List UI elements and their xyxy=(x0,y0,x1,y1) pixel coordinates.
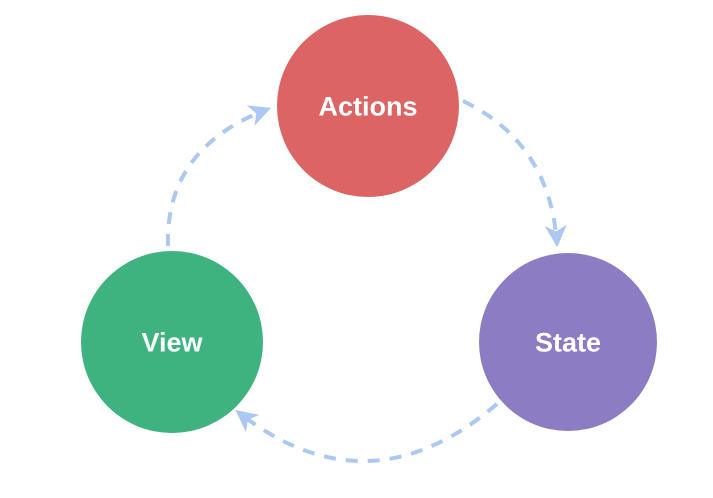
node-view: View xyxy=(81,251,263,433)
node-view-label: View xyxy=(141,328,203,358)
node-state-circle xyxy=(479,253,657,431)
edge-state-to-view xyxy=(235,402,499,463)
edges xyxy=(165,99,567,463)
node-state: State xyxy=(479,253,657,431)
edge-view-to-actions xyxy=(165,105,272,247)
node-actions: Actions xyxy=(277,15,459,197)
node-view-circle xyxy=(81,251,263,433)
edge-actions-to-state xyxy=(462,99,567,248)
node-state-label: State xyxy=(535,328,601,358)
node-actions-label: Actions xyxy=(318,92,417,122)
node-actions-circle xyxy=(277,15,459,197)
